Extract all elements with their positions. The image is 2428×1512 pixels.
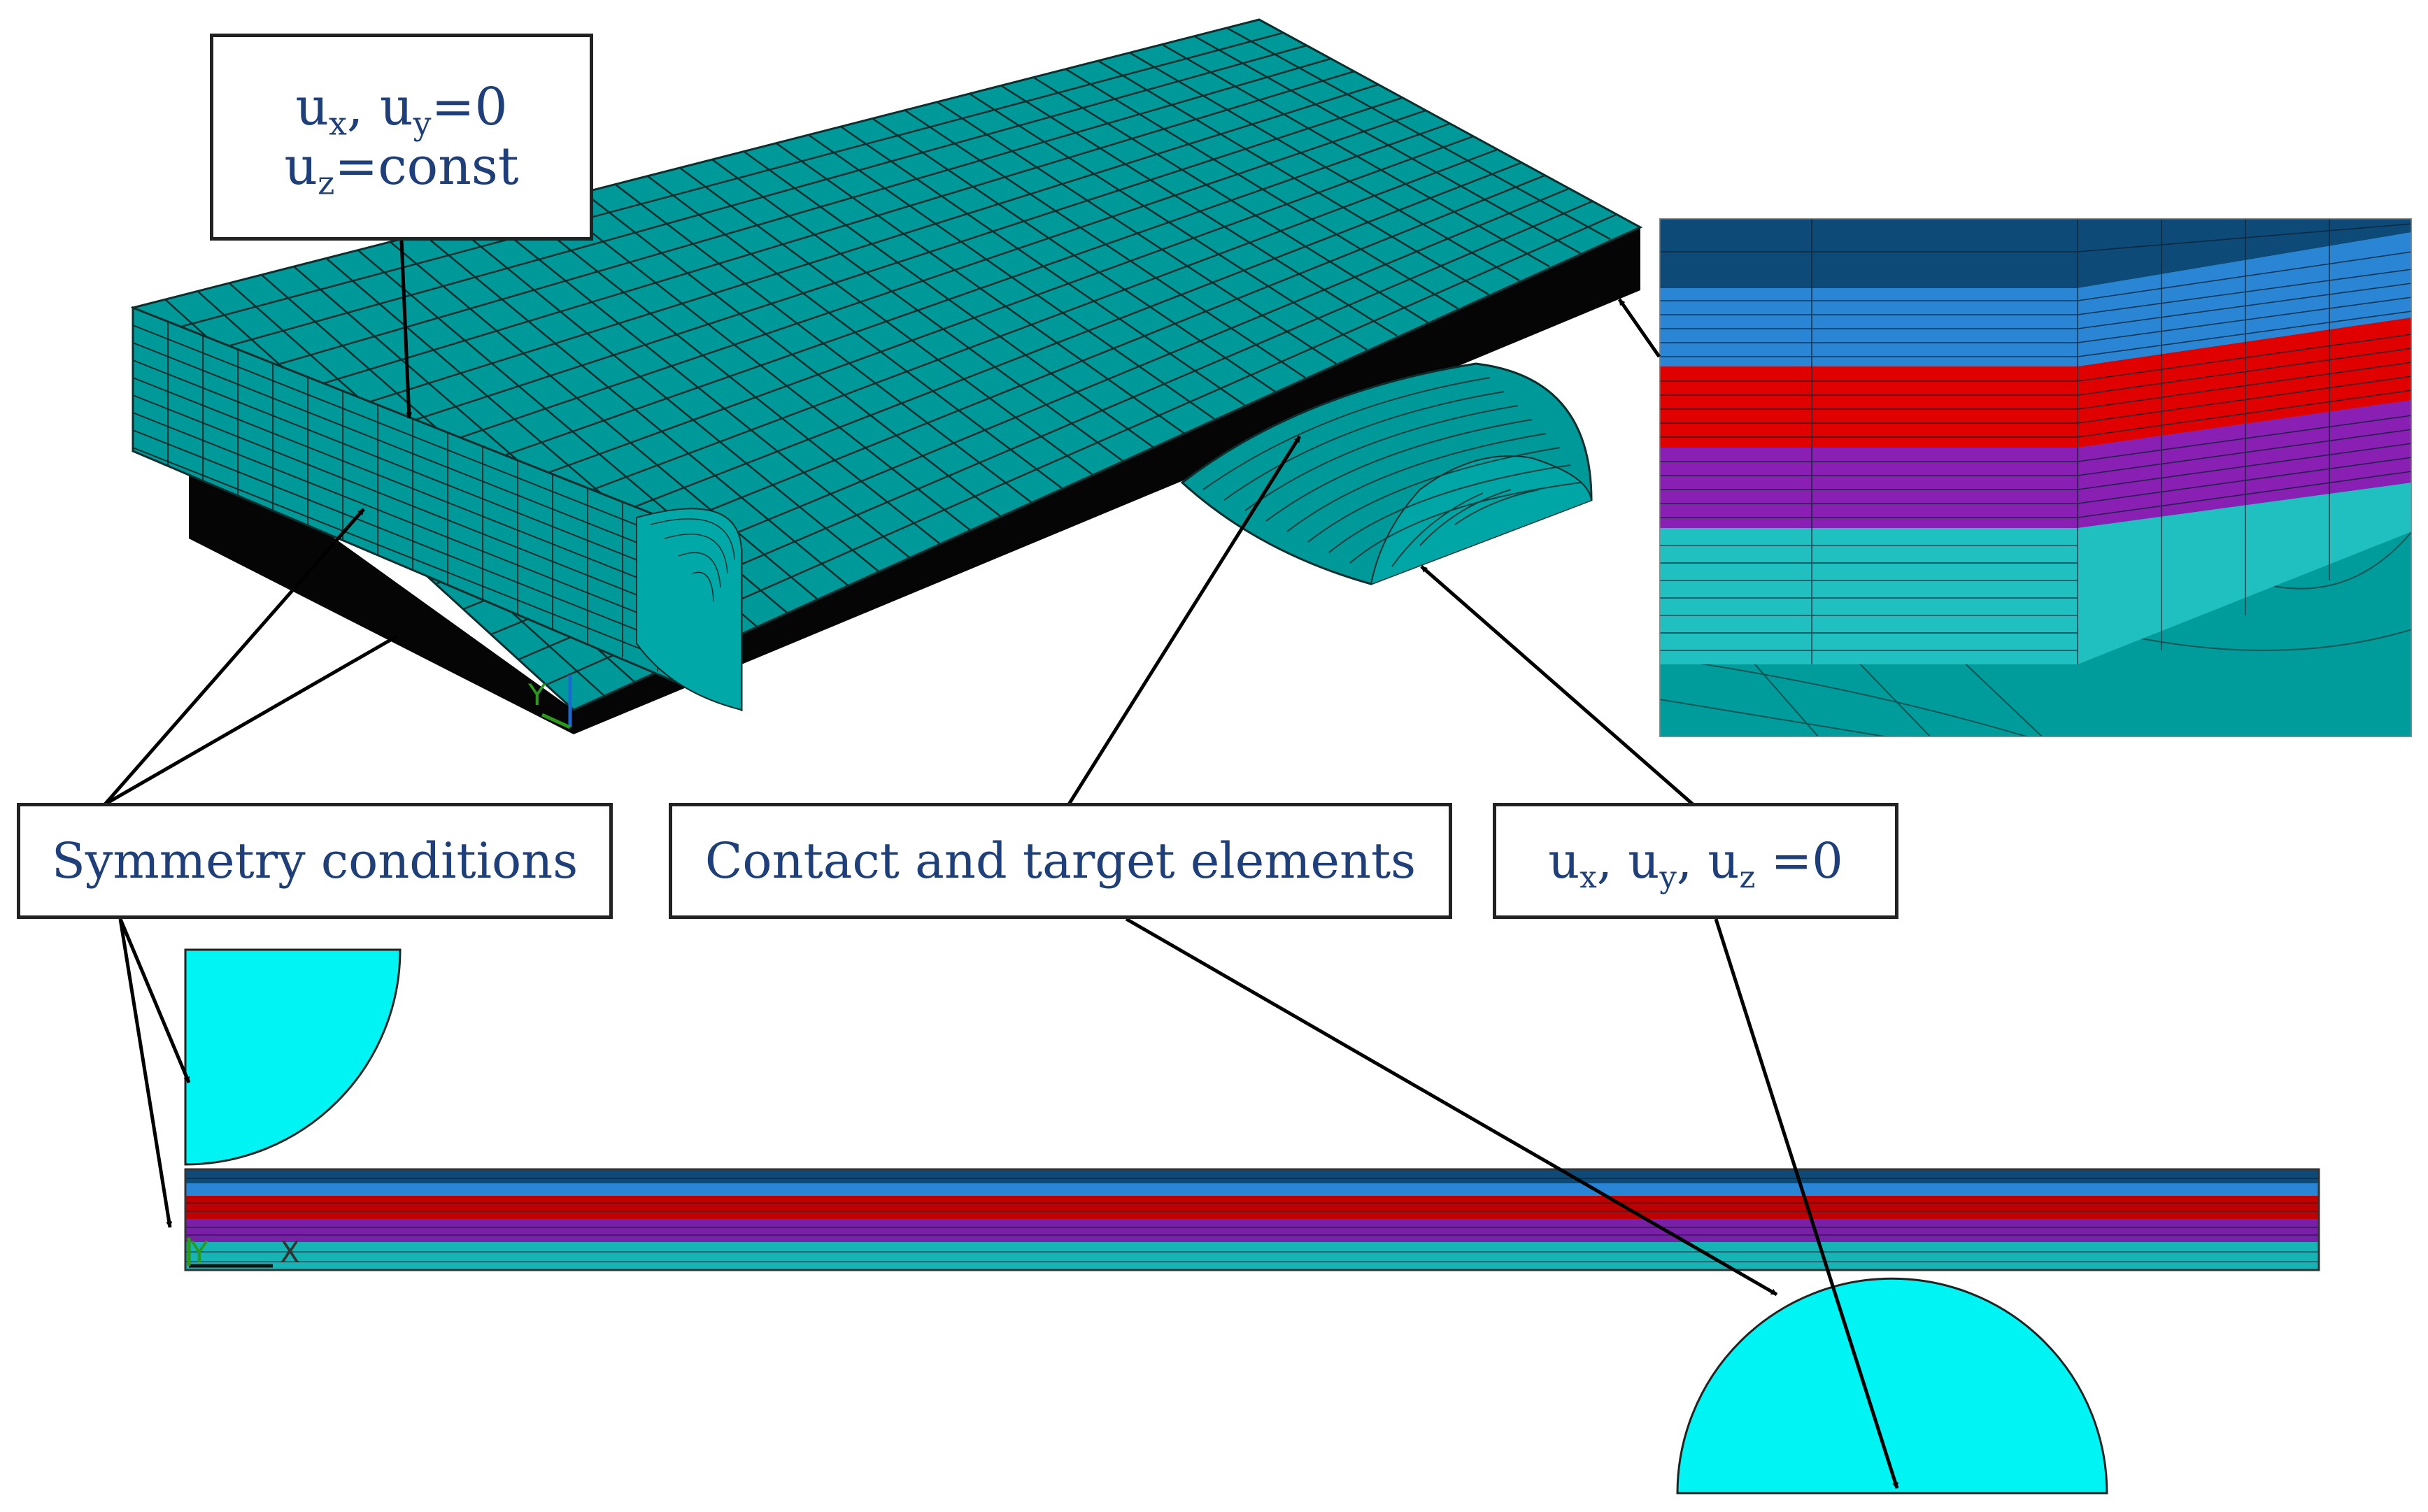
loading-block-quarter-face: [636, 508, 742, 711]
symmetry-text: Symmetry conditions: [51, 832, 578, 890]
top-bc-const: =const: [334, 136, 519, 197]
arrow-contact-1: [1067, 435, 1302, 806]
label-top-boundary-condition: ux, uy=0 uz=const: [210, 34, 593, 241]
arrow-sym-2: [104, 634, 398, 806]
fixed-u2: , u: [1596, 832, 1660, 890]
arrow-sym-4: [118, 918, 173, 1228]
top-bc-line-1: ux, uy=0: [295, 76, 508, 139]
fixed-sub-x: x: [1579, 860, 1597, 895]
arrow-sym-1: [104, 508, 365, 806]
top-bc-u3: u: [284, 136, 318, 197]
inset-layer-purple: [1659, 448, 2078, 528]
arrow-fixed-2: [1714, 918, 1899, 1489]
top-bc-u2: , u: [346, 76, 413, 137]
fixed-sub-y: y: [1659, 860, 1677, 895]
inset-layer-red: [1659, 366, 2078, 448]
laminate-strip: [184, 1168, 2320, 1271]
top-bc-sub-z: z: [318, 164, 335, 202]
plate-side-right: [574, 227, 1640, 734]
inset-layer-cyan: [1659, 528, 2078, 664]
top-bc-sub-y: y: [413, 104, 432, 143]
zoomed-layer-inset: [1659, 218, 2412, 737]
inset-layer-dark-blue: [1659, 218, 2078, 288]
right-support-cylinder: [1180, 362, 1593, 585]
top-bc-eq0: =0: [431, 76, 508, 137]
arrow-contact-2: [1125, 917, 1778, 1297]
loading-block: [132, 306, 743, 712]
fixed-sub-z: z: [1739, 860, 1756, 895]
top-bc-sub-x: x: [329, 104, 347, 143]
fixed-u1: u: [1548, 832, 1580, 890]
fixed-line: ux, uy, uz =0: [1548, 832, 1843, 893]
section-view-2d: Y X: [184, 948, 2320, 1495]
fixed-eq0: =0: [1755, 832, 1843, 890]
bottom-support-half: [1676, 1277, 2108, 1495]
arrow-fixed-1: [1420, 565, 1694, 806]
annotation-arrows: [104, 240, 1899, 1489]
isometric-model-view: Y: [130, 18, 1643, 734]
fixed-u3: , u: [1676, 832, 1740, 890]
arrow-sym-3: [118, 918, 191, 1083]
label-fixed-support: ux, uy, uz =0: [1493, 803, 1898, 919]
top-bc-u: u: [295, 76, 329, 137]
label-symmetry-conditions: Symmetry conditions: [17, 803, 613, 919]
coordinate-triad-2d: Y X: [187, 1235, 300, 1269]
inset-layer-blue: [1659, 288, 2078, 366]
coordinate-triad-3d: Y: [527, 675, 572, 729]
arrow-inset: [1617, 298, 1661, 358]
axis-y-letter: Y: [190, 1235, 208, 1269]
contact-text: Contact and target elements: [704, 832, 1417, 890]
top-bc-line-2: uz=const: [284, 136, 519, 199]
loading-block-front: [133, 308, 741, 710]
triad-y-letter: Y: [527, 678, 546, 712]
loading-nose-quarter: [184, 948, 402, 1166]
axis-x-letter: X: [280, 1235, 300, 1269]
label-contact-target: Contact and target elements: [669, 803, 1452, 919]
arrow-top-bc: [399, 240, 413, 419]
